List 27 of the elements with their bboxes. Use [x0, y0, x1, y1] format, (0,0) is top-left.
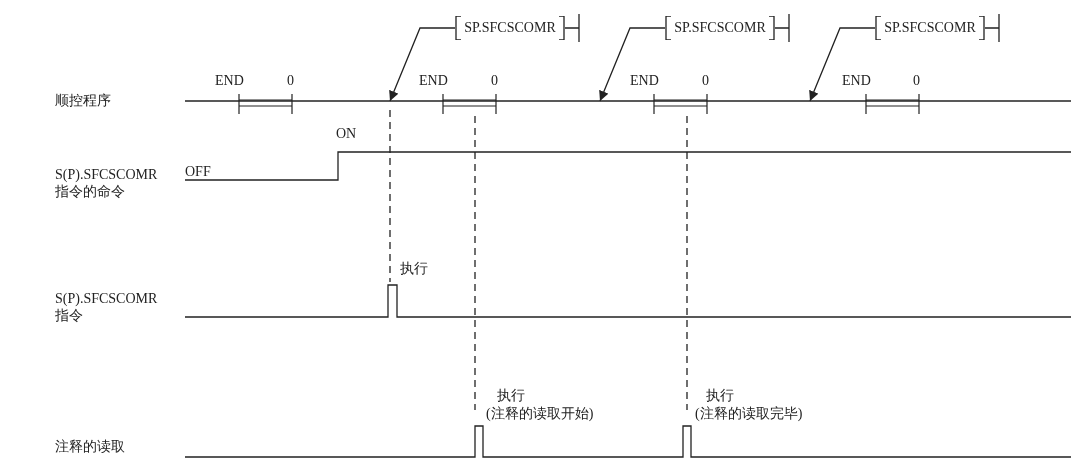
timing-label: 0	[702, 74, 709, 88]
leader-arrow	[599, 27, 666, 102]
timing-label: 0	[287, 74, 294, 88]
timing-label: 执行	[706, 389, 734, 403]
timing-label: S(P).SFCSCOMR	[55, 168, 158, 182]
timing-label: 0	[913, 74, 920, 88]
timing-label: (注释的读取开始)	[486, 407, 594, 421]
timing-label: 0	[491, 74, 498, 88]
timing-label: OFF	[185, 165, 211, 179]
timing-label: (注释的读取完毕)	[695, 407, 803, 421]
timing-label: END	[419, 74, 448, 88]
instruction-box: SP.SFCSCOMR	[455, 16, 565, 40]
timing-label: END	[215, 74, 244, 88]
timing-label: 指令的命令	[55, 185, 125, 199]
timing-label: 注释的读取	[55, 440, 125, 454]
timing-label: 执行	[400, 262, 428, 276]
timing-label: 执行	[497, 389, 525, 403]
timing-label: 顺控程序	[55, 94, 111, 108]
leader-arrow	[389, 27, 456, 102]
timing-label: 指令	[55, 309, 83, 323]
instruction-box: SP.SFCSCOMR	[665, 16, 775, 40]
timing-label: S(P).SFCSCOMR	[55, 292, 158, 306]
timing-label: END	[842, 74, 871, 88]
timing-label: ON	[336, 127, 357, 141]
timing-label: END	[630, 74, 659, 88]
instruction-box: SP.SFCSCOMR	[875, 16, 985, 40]
leader-arrow	[809, 27, 876, 102]
